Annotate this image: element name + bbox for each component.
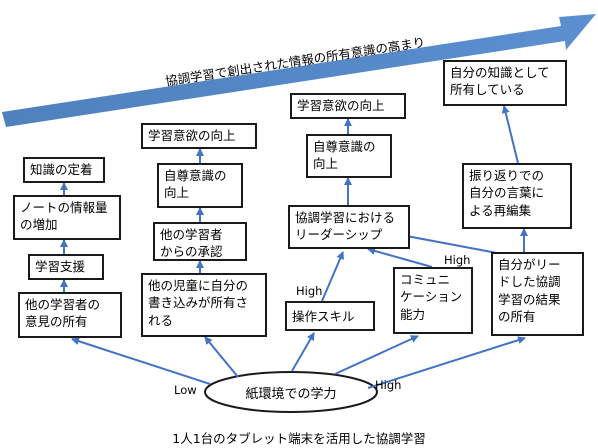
- arrow-skill-to-leader: [321, 251, 344, 302]
- base-ellipse-label: 紙環境での学力: [245, 387, 337, 402]
- box-self-esteem-col3: 自尊意識の 向上: [306, 134, 392, 178]
- banner-arrow: [2, 14, 596, 127]
- box-approval-from-others: 他の学習者 からの承認: [153, 222, 247, 261]
- arrow-base-to-col4: [367, 336, 526, 389]
- box-writing-owned-by-others: 他の児童に自分の 書き込みが所有さ れる: [141, 273, 267, 337]
- label-high-comm: High: [444, 253, 471, 267]
- box-operation-skill: 操作スキル: [285, 301, 375, 331]
- arrow-base-to-comm: [334, 335, 419, 375]
- arrow-comm-to-leader: [367, 247, 433, 268]
- arrow-base-to-col1: [71, 337, 211, 385]
- box-note-info-increase: ノートの情報量 の増加: [13, 195, 121, 240]
- box-others-opinion-ownership: 他の学習者の 意見の所有: [18, 292, 122, 338]
- figure-caption: 1人1台のタブレット端末を活用した協調学習: [172, 431, 426, 446]
- box-reflection-reediting: 振り返りでの 自分の言葉に よる再編集: [462, 163, 572, 229]
- box-learning-support: 学習支援: [28, 254, 104, 280]
- box-leadership: 協調学習における リーダーシップ: [288, 205, 410, 249]
- box-self-esteem-col2: 自尊意識の 向上: [157, 163, 243, 208]
- label-high-skill: High: [296, 284, 323, 298]
- box-motivation-col2: 学習意欲の向上: [141, 123, 257, 149]
- base-ellipse: [204, 371, 378, 413]
- box-knowledge-retention: 知識の定着: [23, 157, 105, 183]
- label-high-base: High: [375, 378, 402, 392]
- label-low: Low: [174, 383, 197, 397]
- box-led-learning-ownership: 自分がリー ドした協調 学習の結果 の所有: [491, 252, 584, 336]
- arrow-base-to-skill: [291, 332, 315, 372]
- box-own-knowledge: 自分の知識として 所有している: [443, 60, 567, 106]
- arrow-c4-2-3: [501, 105, 519, 164]
- box-motivation-col3: 学習意欲の向上: [290, 93, 406, 119]
- box-communication-ability: コミュニ ケーション 能力: [393, 267, 473, 334]
- arrow-base-to-col2: [204, 336, 239, 378]
